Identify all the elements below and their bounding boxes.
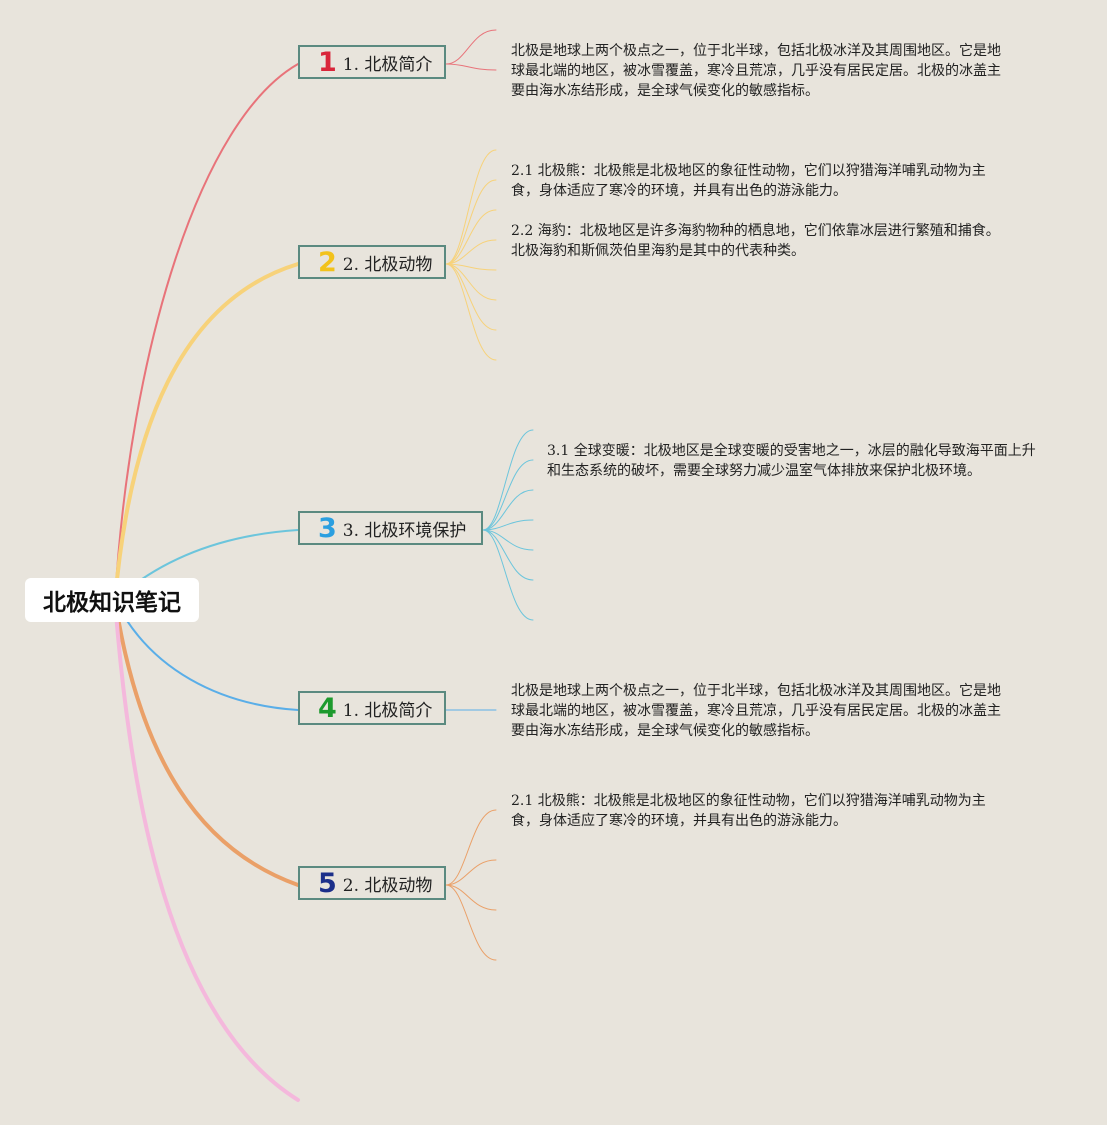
note-text: 3.1 全球变暖：北极地区是全球变暖的受害地之一，冰层的融化导致海平面上升和生态… [547, 443, 1036, 479]
topic-node-2[interactable]: 2 2. 北极动物 [298, 245, 446, 279]
note-text: 北极是地球上两个极点之一，位于北半球，包括北极冰洋及其周围地区。它是地球最北端的… [511, 43, 1001, 99]
note-connector [445, 63, 497, 71]
note-connector [445, 809, 497, 886]
note-connector [445, 209, 497, 265]
note-connector [482, 529, 534, 621]
topic-number-icon: 3 [318, 512, 337, 544]
root-node[interactable]: 北极知识笔记 [25, 578, 199, 622]
note-connector [445, 239, 497, 265]
note-connector [482, 529, 534, 581]
note-connector [445, 263, 497, 301]
topic-number-icon: 2 [318, 246, 337, 278]
note-text: 2.1 北极熊：北极熊是北极地区的象征性动物，它们以狩猎海洋哺乳动物为主食，身体… [511, 793, 986, 829]
note-connector [445, 29, 497, 65]
topic-node-3[interactable]: 3 3. 北极环境保护 [298, 511, 483, 545]
note-text: 北极是地球上两个极点之一，位于北半球，包括北极冰洋及其周围地区。它是地球最北端的… [511, 683, 1001, 739]
topic-number-icon: 4 [318, 692, 337, 724]
note-connector [445, 859, 497, 886]
branch-line [113, 598, 300, 1102]
note-text: 2.1 北极熊：北极熊是北极地区的象征性动物，它们以狩猎海洋哺乳动物为主食，身体… [511, 163, 986, 199]
branch-line [114, 63, 299, 601]
topic-label: 2. 北极动物 [342, 875, 433, 896]
topic-label: 3. 北极环境保护 [342, 520, 467, 541]
note-connector [445, 149, 497, 265]
topic-label: 1. 北极简介 [342, 700, 433, 721]
note-connector [482, 519, 534, 531]
note-connector [482, 459, 534, 531]
note-connector [445, 263, 497, 361]
topic-node-4[interactable]: 4 1. 北极简介 [298, 691, 446, 725]
note-connector [482, 429, 534, 531]
root-node-label: 北极知识笔记 [43, 590, 181, 616]
topic-node-1[interactable]: 1 1. 北极简介 [298, 45, 446, 79]
note-connector [482, 529, 534, 551]
topic-number-icon: 1 [318, 46, 337, 78]
topic-number-icon: 5 [318, 867, 337, 899]
branch-line [113, 598, 300, 887]
topic-label: 2. 北极动物 [342, 254, 433, 275]
topic-node-5[interactable]: 5 2. 北极动物 [298, 866, 446, 900]
topic-label: 1. 北极简介 [342, 54, 433, 75]
note-connector [482, 489, 534, 531]
note-connector [445, 884, 497, 961]
note-connector [445, 179, 497, 265]
note-text: 2.2 海豹：北极地区是许多海豹物种的栖息地，它们依靠冰层进行繁殖和捕食。北极海… [511, 223, 1000, 259]
note-connector [445, 263, 497, 331]
branch-line [114, 599, 299, 711]
branch-line [113, 262, 300, 602]
note-connector [445, 884, 497, 911]
